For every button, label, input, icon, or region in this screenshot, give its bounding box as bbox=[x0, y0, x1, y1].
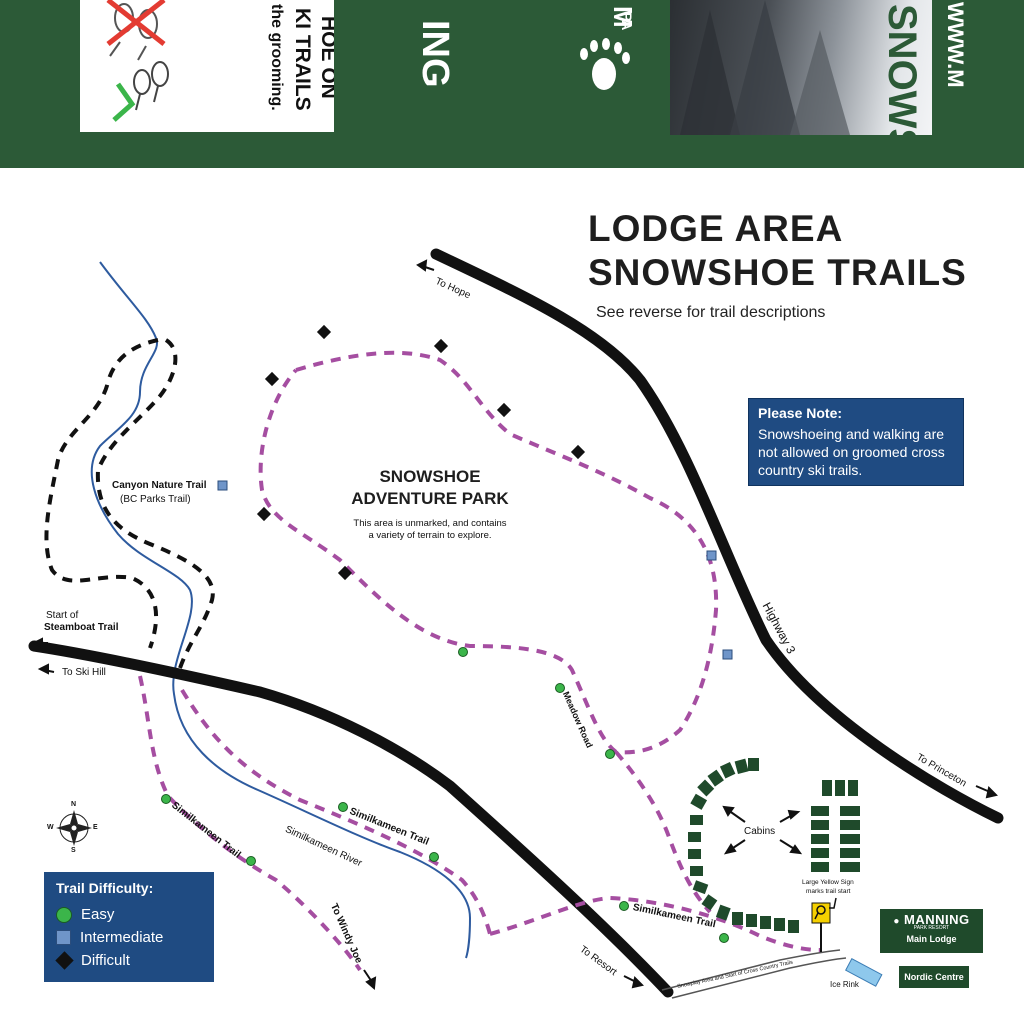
compass-e-label: E bbox=[93, 824, 98, 831]
sign-line-3: the grooming. bbox=[268, 4, 285, 111]
top-banner: HOE ON KI TRAILS the grooming. ING M PA … bbox=[0, 0, 1024, 168]
legend-row-easy: Easy bbox=[56, 903, 202, 926]
label-yellow-sign-1: Large Yellow Sign bbox=[802, 879, 854, 886]
map-title-line-2: SNOWSHOE TRAILS bbox=[588, 252, 967, 293]
label-start-of: Start of bbox=[46, 610, 79, 621]
legend-intermediate-label: Intermediate bbox=[80, 929, 164, 946]
direction-arrows bbox=[31, 259, 998, 991]
snowplay-trail-outer bbox=[671, 957, 847, 999]
yellow-sign-icon bbox=[811, 897, 837, 952]
compass-rose-icon bbox=[56, 810, 92, 846]
similkameen-trail-east bbox=[489, 895, 821, 952]
label-to-ski-hill: To Ski Hill bbox=[62, 667, 106, 678]
label-cabins: Cabins bbox=[744, 826, 776, 837]
similkameen-trail-west bbox=[138, 675, 362, 972]
photo-title-text: SNOWS bbox=[880, 4, 924, 135]
highway-3-road bbox=[430, 248, 1004, 824]
note-body: Snowshoeing and walking are not allowed … bbox=[758, 426, 945, 478]
label-yellow-sign-2: marks trail start bbox=[806, 888, 851, 895]
bear-paw-small-icon: ● bbox=[893, 916, 900, 927]
difficult-markers bbox=[256, 324, 586, 581]
canyon-nature-trail bbox=[44, 338, 159, 649]
park-title-line-1: SNOWSHOE bbox=[379, 467, 481, 486]
please-note-box: Please Note: Snowshoeing and walking are… bbox=[748, 398, 964, 486]
bear-paw-icon bbox=[580, 38, 630, 90]
website-text: WWW.M bbox=[943, 2, 968, 88]
nordic-centre-box: Nordic Centre bbox=[899, 966, 969, 988]
intermediate-square-icon bbox=[56, 930, 71, 945]
brand-logo-text: M bbox=[608, 6, 638, 28]
map-subtitle: See reverse for trail descriptions bbox=[596, 304, 826, 321]
brand-logo-sub: PA bbox=[619, 12, 635, 31]
canyon-nature-trail-east bbox=[95, 338, 215, 669]
no-snowshoe-sign: HOE ON KI TRAILS the grooming. bbox=[80, 0, 334, 132]
adventure-park-title: SNOWSHOE ADVENTURE PARK bbox=[330, 466, 530, 510]
easy-circle-icon bbox=[56, 906, 72, 923]
lodge-brand: ● MANNING bbox=[880, 912, 983, 927]
compass-n-label: N bbox=[71, 801, 77, 808]
sign-line-1: HOE ON bbox=[317, 16, 334, 99]
cabins-arrows bbox=[722, 805, 803, 855]
similkameen-river bbox=[90, 261, 472, 959]
cabin-icons bbox=[688, 758, 860, 933]
snowplay-trail bbox=[661, 949, 841, 991]
label-canyon-sub: (BC Parks Trail) bbox=[120, 494, 191, 505]
legend-difficult-label: Difficult bbox=[81, 952, 130, 969]
park-title-line-2: ADVENTURE PARK bbox=[351, 489, 509, 508]
gibson-pass-road bbox=[28, 640, 674, 998]
lodge-brand-sub: PARK RESORT bbox=[913, 925, 950, 931]
park-desc-line-1: This area is unmarked, and contains bbox=[353, 518, 507, 529]
label-canyon-trail: Canyon Nature Trail bbox=[112, 480, 207, 491]
legend-easy-label: Easy bbox=[81, 906, 115, 923]
legend-row-difficult: Difficult bbox=[55, 949, 202, 972]
trail-difficulty-legend: Trail Difficulty: Easy Intermediate Diff… bbox=[44, 872, 214, 982]
brand-logo: M PA bbox=[566, 0, 646, 140]
similkameen-trail-river bbox=[180, 688, 492, 935]
main-lodge-label: Main Lodge bbox=[906, 934, 957, 944]
ice-rink-shape bbox=[845, 958, 883, 987]
intermediate-markers bbox=[217, 480, 733, 660]
compass-w-label: W bbox=[47, 824, 54, 831]
label-ice-rink: Ice Rink bbox=[830, 980, 859, 989]
legend-row-intermediate: Intermediate bbox=[56, 926, 202, 949]
difficult-diamond-icon bbox=[55, 951, 74, 970]
snowy-trees-photo: SNOWS bbox=[670, 0, 932, 135]
note-title: Please Note: bbox=[758, 405, 843, 421]
main-lodge-box: ● MANNING PARK RESORT Main Lodge bbox=[880, 909, 983, 953]
ribbon-text: ING bbox=[414, 20, 456, 88]
map-title-line-1: LODGE AREA bbox=[588, 208, 844, 249]
crossed-snowshoe-icon bbox=[106, 0, 166, 61]
label-steamboat-trail: Steamboat Trail bbox=[44, 622, 119, 633]
adventure-park-loop bbox=[258, 350, 719, 755]
sign-line-2: KI TRAILS bbox=[291, 8, 314, 111]
compass-s-label: S bbox=[71, 847, 76, 854]
adventure-park-description: This area is unmarked, and contains a va… bbox=[330, 518, 530, 542]
easy-markers bbox=[161, 647, 729, 943]
allowed-snowshoe-icon bbox=[112, 61, 169, 122]
snowshoe-icons bbox=[106, 0, 169, 122]
lodge-brand-text: MANNING bbox=[904, 912, 970, 927]
legend-title: Trail Difficulty: bbox=[56, 880, 154, 896]
park-desc-line-2: a variety of terrain to explore. bbox=[368, 530, 492, 541]
trees-graphic bbox=[680, 0, 850, 135]
